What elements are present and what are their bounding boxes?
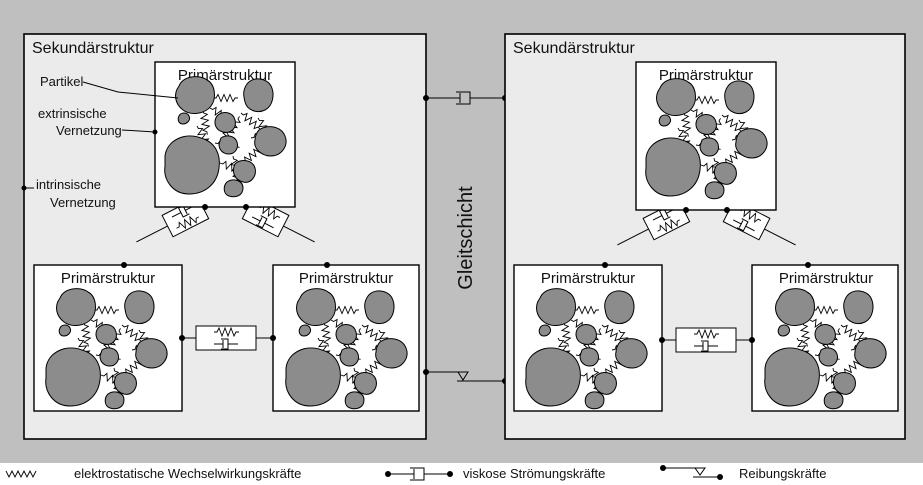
callout-intrinsic-2: Vernetzung <box>50 195 116 210</box>
left-connector-bottom <box>182 325 272 351</box>
slip-layer-label: Gleitschicht <box>455 186 477 290</box>
legend-damper-label: viskose Strömungskräfte <box>463 466 605 481</box>
spring-icon <box>5 469 37 479</box>
legend: elektrostatische Wechselwirkungskräfte v… <box>5 465 826 481</box>
left-primary-bottom-right-title: Primärstruktur <box>299 270 393 287</box>
right-primary-bottom-right-title: Primärstruktur <box>779 270 873 287</box>
left-secondary-structure: Sekundärstruktur Primärstruktur <box>21 33 427 440</box>
friction-icon <box>660 465 723 480</box>
right-primary-bottom-left-title: Primärstruktur <box>541 270 635 287</box>
legend-spring-label: elektrostatische Wechselwirkungskräfte <box>74 466 301 481</box>
callout-extrinsic-1: extrinsische <box>38 106 107 121</box>
right-primary-bottom-right: Primärstruktur <box>751 264 899 412</box>
right-connector-bottom <box>662 327 752 353</box>
right-primary-top: Primärstruktur <box>635 61 777 211</box>
left-primary-bottom-left: Primärstruktur <box>33 264 183 412</box>
right-primary-bottom-left: Primärstruktur <box>513 264 663 412</box>
left-primary-top: Primärstruktur <box>154 61 296 208</box>
left-primary-bottom-right: Primärstruktur <box>272 264 420 412</box>
left-primary-bottom-left-title: Primärstruktur <box>61 270 155 287</box>
callout-partikel: Partikel <box>40 74 83 89</box>
left-secondary-title: Sekundärstruktur <box>32 40 155 57</box>
legend-friction-label: Reibungskräfte <box>739 466 826 481</box>
right-secondary-title: Sekundärstruktur <box>513 40 636 57</box>
callout-intrinsic-1: intrinsische <box>36 177 101 192</box>
right-secondary-structure: Sekundärstruktur Primärstruktur <box>504 33 906 440</box>
callout-extrinsic-2: Vernetzung <box>56 123 122 138</box>
damper-icon <box>385 467 453 481</box>
